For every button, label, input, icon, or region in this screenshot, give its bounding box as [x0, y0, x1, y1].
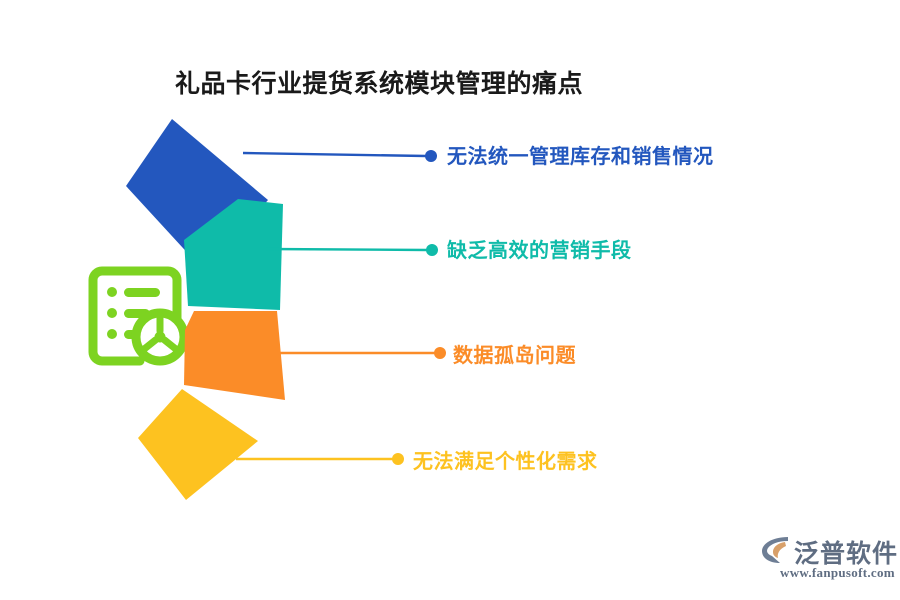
logo-url-text: www.fanpusoft.com [780, 565, 895, 580]
teal-block [184, 199, 283, 310]
connector-orange [272, 347, 446, 359]
document-checklist-steering-icon [88, 266, 189, 366]
logo-brand-text: 泛普软件 [794, 540, 899, 568]
pain-point-label-3: 数据孤岛问题 [453, 345, 576, 367]
page-title: 礼品卡行业提货系统模块管理的痛点 [175, 70, 584, 98]
pain-point-label-4: 无法满足个性化需求 [413, 451, 598, 473]
connector-yellow [236, 453, 404, 465]
yellow-block [138, 389, 258, 500]
pain-point-label-2: 缺乏高效的营销手段 [447, 240, 632, 262]
connector-teal [265, 244, 438, 256]
pain-point-label-1: 无法统一管理库存和销售情况 [447, 146, 714, 168]
connector-blue [242, 150, 437, 162]
fanpu-logo-mark [762, 537, 788, 563]
orange-block [184, 311, 285, 400]
brand-logo: 泛普软件 www.fanpusoft.com [758, 533, 897, 585]
